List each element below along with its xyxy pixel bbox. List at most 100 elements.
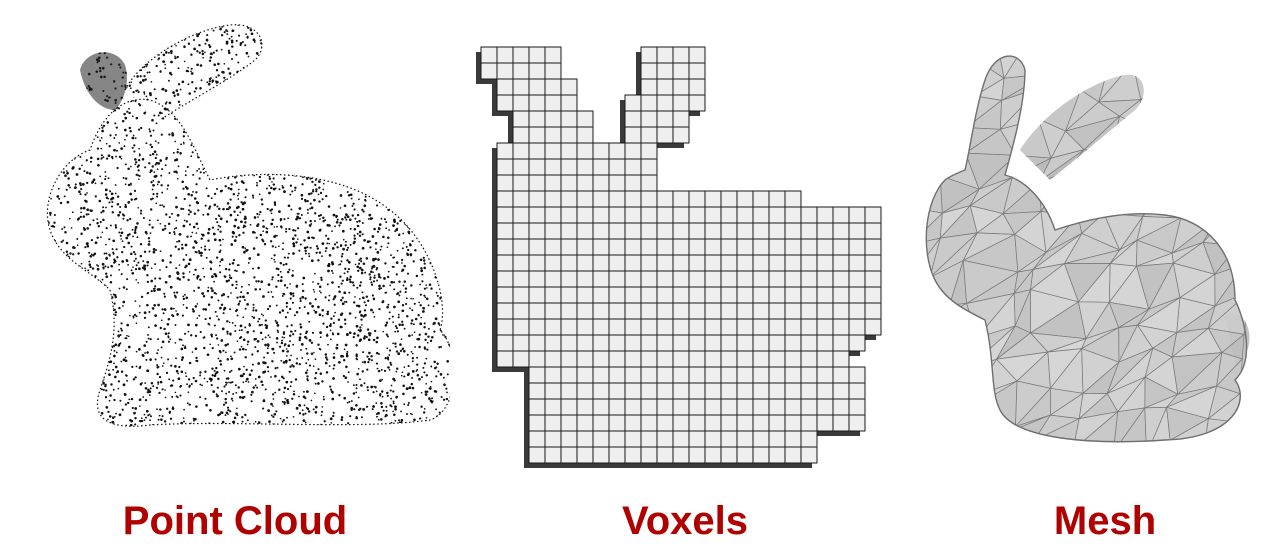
point-cloud-point: [60, 84, 63, 87]
point-cloud-point: [51, 260, 54, 263]
point-cloud-point: [156, 168, 159, 171]
point-cloud-point: [79, 431, 81, 433]
point-cloud-point: [112, 345, 115, 348]
point-cloud-point: [255, 81, 258, 84]
point-cloud-point: [230, 357, 234, 361]
point-cloud-point: [54, 403, 58, 407]
point-cloud-point: [431, 216, 435, 219]
point-cloud-point: [322, 220, 325, 223]
point-cloud-point: [390, 19, 393, 22]
point-cloud-point: [356, 18, 358, 20]
point-cloud-point: [262, 54, 265, 57]
point-cloud-point: [419, 441, 421, 443]
point-cloud-point: [349, 280, 352, 284]
point-cloud-point: [167, 358, 170, 361]
point-cloud-point: [317, 259, 320, 262]
point-cloud-point: [302, 143, 306, 146]
point-cloud-point: [85, 43, 87, 45]
point-cloud-point: [88, 315, 92, 318]
point-cloud-point: [120, 273, 123, 276]
point-cloud-point: [63, 348, 67, 352]
point-cloud-point: [272, 398, 275, 400]
point-cloud-point: [437, 164, 441, 167]
point-cloud-point: [333, 13, 335, 15]
point-cloud-point: [241, 416, 244, 419]
point-cloud-point: [430, 238, 433, 241]
point-cloud-point: [211, 226, 215, 229]
point-cloud-point: [229, 332, 232, 336]
point-cloud-point: [419, 37, 422, 41]
point-cloud-point: [367, 389, 369, 392]
point-cloud-point: [359, 145, 362, 148]
point-cloud-point: [423, 99, 426, 102]
point-cloud-point: [422, 40, 426, 43]
point-cloud-point: [419, 16, 421, 18]
point-cloud-point: [49, 384, 52, 387]
point-cloud-point: [286, 286, 289, 289]
point-cloud-point: [248, 323, 252, 327]
point-cloud-point: [273, 134, 276, 137]
point-cloud-point: [286, 416, 288, 419]
point-cloud-point: [42, 403, 45, 406]
point-cloud-point: [47, 382, 50, 385]
point-cloud-point: [254, 79, 257, 82]
point-cloud-point: [58, 82, 61, 85]
point-cloud-point: [339, 194, 343, 197]
point-cloud-point: [86, 364, 88, 366]
point-cloud-point: [354, 217, 357, 220]
point-cloud-point: [182, 420, 185, 423]
point-cloud-point: [367, 65, 370, 68]
point-cloud-point: [182, 4, 185, 7]
point-cloud-point: [257, 320, 260, 323]
point-cloud-point: [261, 203, 264, 206]
point-cloud-point: [38, 3, 40, 5]
point-cloud-point: [81, 164, 83, 167]
point-cloud-point: [200, 425, 203, 427]
point-cloud-point: [39, 282, 41, 284]
point-cloud-point: [164, 396, 167, 399]
point-cloud-point: [140, 417, 143, 420]
point-cloud-point: [151, 424, 154, 426]
point-cloud-point: [88, 263, 92, 266]
point-cloud-point: [250, 133, 253, 136]
point-cloud-point: [217, 377, 220, 381]
point-cloud-point: [75, 88, 78, 92]
point-cloud-point: [34, 313, 36, 315]
point-cloud-point: [125, 177, 128, 180]
point-cloud-point: [312, 449, 314, 451]
point-cloud-point: [81, 183, 85, 186]
point-cloud-point: [345, 176, 347, 179]
point-cloud-point: [251, 431, 253, 433]
point-cloud-point: [395, 65, 399, 69]
point-cloud-point: [340, 67, 343, 69]
point-cloud-point: [190, 144, 193, 147]
point-cloud-point: [339, 275, 342, 278]
point-cloud-point: [332, 438, 335, 441]
point-cloud-point: [379, 163, 382, 166]
point-cloud-point: [72, 307, 75, 310]
point-cloud-point: [374, 257, 377, 261]
point-cloud-point: [269, 161, 272, 164]
point-cloud-point: [420, 19, 422, 21]
point-cloud-point: [222, 293, 226, 296]
point-cloud-point: [86, 415, 89, 417]
point-cloud-point: [274, 64, 277, 66]
point-cloud-point: [155, 386, 159, 389]
point-cloud-point: [79, 451, 81, 453]
point-cloud-point: [77, 325, 81, 329]
point-cloud-point: [211, 156, 214, 159]
point-cloud-point: [116, 195, 120, 198]
point-cloud-point: [47, 344, 49, 347]
point-cloud-point: [283, 157, 286, 160]
point-cloud-point: [91, 340, 94, 343]
point-cloud-point: [43, 30, 45, 32]
point-cloud-point: [440, 345, 442, 348]
point-cloud-point: [47, 318, 50, 322]
point-cloud-point: [43, 65, 45, 67]
point-cloud-point: [199, 100, 202, 104]
point-cloud-point: [97, 163, 100, 167]
point-cloud-point: [35, 210, 38, 213]
point-cloud-point: [374, 329, 377, 333]
point-cloud-point: [199, 87, 202, 90]
point-cloud-point: [128, 457, 130, 459]
